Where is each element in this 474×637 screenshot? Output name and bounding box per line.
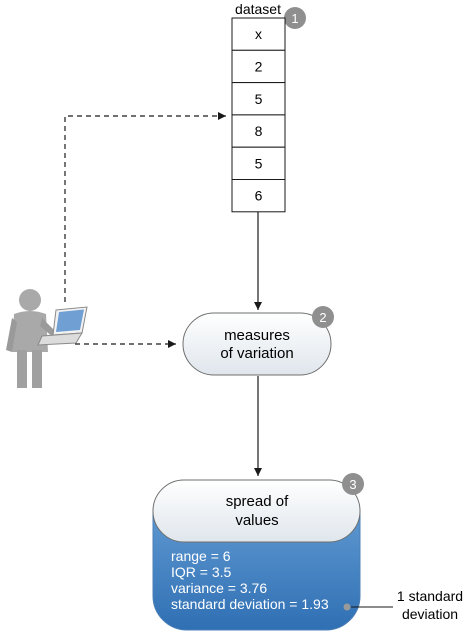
measures-line-1: measures: [224, 327, 290, 344]
result-line: standard deviation = 1.93: [171, 596, 329, 612]
dataset-value: x: [255, 26, 262, 42]
step-badge-2-label: 2: [319, 310, 326, 325]
dataset-cell: [231, 179, 286, 213]
dataset-value: 5: [255, 91, 263, 107]
measures-line-2: of variation: [220, 345, 293, 362]
callout-dot: [343, 603, 351, 611]
dataset-cell: [231, 17, 286, 51]
dataset-table: x 2 5 8 5 6: [231, 17, 286, 213]
result-line: IQR = 3.5: [171, 564, 232, 580]
callout-line-1: 1 standard: [397, 588, 463, 604]
step-badge-3-label: 3: [349, 477, 356, 492]
step-badge-3: 3: [342, 473, 364, 495]
user-to-dataset-arrow: [64, 112, 226, 302]
dataset-value: 6: [255, 188, 263, 204]
std-dev-callout: 1 standard deviation: [343, 588, 463, 622]
dataset-value: 5: [255, 155, 263, 171]
result-line: variance = 3.76: [171, 580, 267, 596]
dataset-value: 8: [255, 123, 263, 139]
callout-line-2: deviation: [402, 606, 458, 622]
result-line: range = 6: [171, 548, 231, 564]
step-badge-1-label: 1: [291, 11, 298, 26]
dataset-value: 2: [255, 58, 263, 74]
dataset-cell: [231, 82, 286, 116]
dataset-title: dataset: [235, 1, 281, 17]
step-badge-2: 2: [312, 306, 334, 328]
dataset-cell: [231, 114, 286, 148]
spread-line-1: spread of: [226, 493, 289, 510]
step-badge-1: 1: [284, 7, 306, 29]
spread-line-2: values: [235, 512, 278, 529]
person-with-laptop-icon: [6, 289, 88, 388]
measures-of-variation-node: measures of variation: [182, 312, 332, 376]
